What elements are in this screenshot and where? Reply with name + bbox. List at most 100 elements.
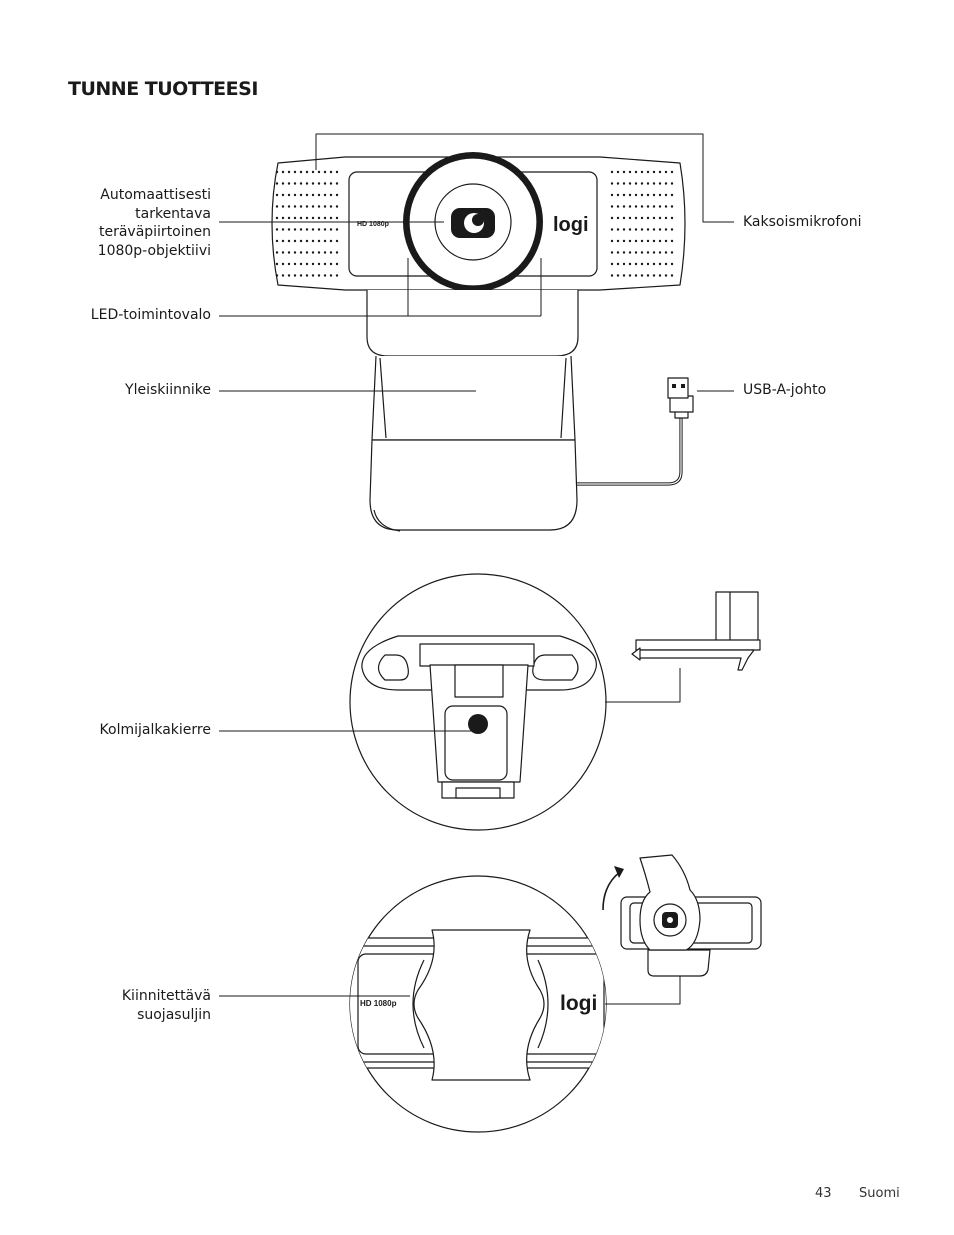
grille-dot xyxy=(299,193,303,197)
grille-dot xyxy=(622,182,626,185)
grille-dot xyxy=(622,170,626,174)
grille-dot xyxy=(317,228,321,231)
grille-dot xyxy=(640,228,644,231)
grille-dot xyxy=(646,216,650,220)
grille-dot xyxy=(622,274,626,277)
grille-dot xyxy=(670,182,674,185)
grille-dot xyxy=(634,274,638,277)
grille-dot xyxy=(634,216,638,220)
grille-dot xyxy=(293,193,297,197)
grille-dot xyxy=(317,251,321,254)
grille-dot xyxy=(616,182,620,185)
grille-dot xyxy=(628,228,632,231)
grille-dot xyxy=(299,216,303,220)
grille-dot xyxy=(658,205,662,208)
grille-dot xyxy=(664,274,668,277)
logitech-logo: logi xyxy=(553,214,589,236)
grille-dot xyxy=(275,262,279,266)
grille-dot xyxy=(293,228,297,231)
grille-dot xyxy=(281,239,285,243)
grille-dot xyxy=(622,251,626,254)
grille-dot xyxy=(287,193,291,197)
grille-dot xyxy=(616,239,620,243)
grille-dot xyxy=(293,205,297,208)
grille-dot xyxy=(317,262,321,266)
grille-dot xyxy=(323,193,327,197)
grille-dot xyxy=(317,170,321,174)
grille-dot xyxy=(317,193,321,197)
label-tripod: Kolmijalkakierre xyxy=(99,722,211,738)
grille-dot xyxy=(299,239,303,243)
grille-dot xyxy=(610,216,614,220)
grille-dot xyxy=(664,205,668,208)
grille-dot xyxy=(652,182,656,185)
grille-dot xyxy=(652,170,656,174)
grille-dot xyxy=(317,182,321,185)
grille-dot xyxy=(610,205,614,208)
hd-1080p-text-shutter: HD 1080p xyxy=(360,999,397,1008)
grille-dot xyxy=(305,251,309,254)
grille-dot xyxy=(622,193,626,197)
grille-dot xyxy=(658,274,662,277)
grille-dot xyxy=(323,205,327,208)
label-mics: Kaksoismikrofoni xyxy=(743,214,862,230)
grille-dot xyxy=(305,182,309,185)
grille-dot xyxy=(616,228,620,231)
grille-dot xyxy=(658,251,662,254)
grille-dot xyxy=(305,239,309,243)
grille-dot xyxy=(299,205,303,208)
grille-dot xyxy=(628,182,632,185)
grille-dot xyxy=(335,262,339,266)
grille-dot xyxy=(670,193,674,197)
grille-dot xyxy=(640,216,644,220)
grille-dot xyxy=(646,228,650,231)
grille-dot xyxy=(287,262,291,266)
grille-dot xyxy=(628,274,632,277)
grille-dot xyxy=(628,170,632,174)
tripod-thread-icon xyxy=(468,714,488,734)
grille-dot xyxy=(311,205,315,208)
grille-dot xyxy=(329,193,333,197)
webcam-with-shutter xyxy=(602,854,762,977)
grille-dot xyxy=(664,216,668,220)
grille-dot xyxy=(652,239,656,243)
grille-dot xyxy=(305,274,309,277)
grille-dot xyxy=(616,193,620,197)
tripod-detail xyxy=(219,573,761,831)
grille-dot xyxy=(329,274,333,277)
grille-dot xyxy=(275,228,279,231)
grille-dot xyxy=(275,182,279,185)
grille-dot xyxy=(664,182,668,185)
grille-dot xyxy=(610,170,614,174)
grille-dot xyxy=(640,182,644,185)
grille-dot xyxy=(275,205,279,208)
grille-dot xyxy=(275,216,279,220)
grille-dot xyxy=(622,216,626,220)
label-clip: Yleiskiinnike xyxy=(125,382,211,398)
hd-1080p-text: HD 1080p xyxy=(357,221,389,228)
grille-dot xyxy=(640,205,644,208)
grille-dot xyxy=(323,251,327,254)
label-lens: Automaattisesti tarkentava teräväpiirtoi… xyxy=(97,187,211,259)
grille-dot xyxy=(646,170,650,174)
grille-dot xyxy=(610,239,614,243)
grille-dot xyxy=(628,239,632,243)
grille-dot xyxy=(275,170,279,174)
grille-dot xyxy=(305,193,309,197)
grille-dot xyxy=(323,182,327,185)
grille-dot xyxy=(311,239,315,243)
grille-dot xyxy=(335,274,339,277)
grille-dot xyxy=(281,170,285,174)
grille-dot xyxy=(281,228,285,231)
grille-dot xyxy=(293,251,297,254)
grille-dot xyxy=(622,239,626,243)
grille-dot xyxy=(658,193,662,197)
grille-dot xyxy=(634,228,638,231)
grille-dot xyxy=(646,251,650,254)
grille-dot xyxy=(640,262,644,266)
grille-dot xyxy=(616,262,620,266)
grille-dot xyxy=(329,251,333,254)
grille-dot xyxy=(622,228,626,231)
grille-dot xyxy=(335,228,339,231)
grille-dot xyxy=(335,170,339,174)
